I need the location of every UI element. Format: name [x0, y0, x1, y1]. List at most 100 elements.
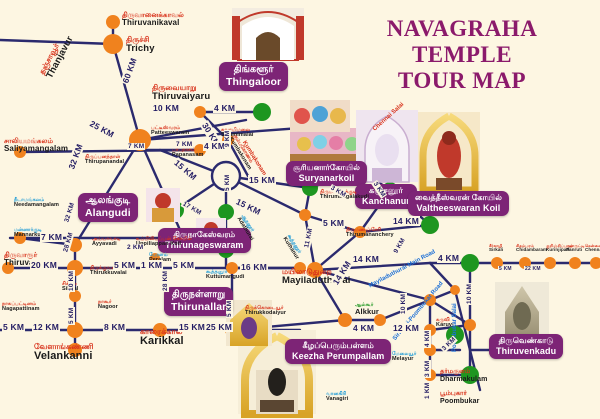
- place-label-kurinjipadi: குறிஞ்சிப்பாடி Kurinjipadi: [546, 243, 572, 253]
- place-label-nagoor: நாகூர் Nagoor: [98, 299, 118, 311]
- place-name-english: Thirukkodaiyur: [245, 310, 287, 317]
- place-label-dharmakulam: தர்மகுளம் Dharmakulam: [440, 368, 488, 383]
- temple-name-tamil: கஞ்சனூர்: [369, 186, 403, 195]
- place-name-tamil: திருப்பனந்தாள்: [85, 154, 121, 160]
- place-label-thiruvarur: திருவாரூர் Thiruvarur: [4, 252, 45, 267]
- distance-kumbakonam-suryanarkoil: 15 KM: [248, 175, 277, 185]
- distance-karikkal-north: 5 KM: [226, 299, 233, 318]
- place-name-english: Uppiliappan Koil: [136, 241, 181, 248]
- place-name-tamil: வேளாங்கண்ணி: [34, 342, 94, 351]
- distance-thiruvarur-thirukkuvalai: 20 KM: [30, 260, 59, 270]
- place-name-tamil: பண்ருட்டி: [566, 243, 585, 248]
- temple-plaque-valtheeswaran[interactable]: வைத்தீஸ்வரன் கோயில் Valtheeswaran Koil: [408, 191, 509, 216]
- temple-name-tamil: வைத்தீஸ்வரன் கோயில்: [415, 193, 502, 202]
- place-name-english: Nagapattinam: [2, 306, 40, 313]
- place-name-tamil: வானகிரி: [326, 391, 347, 397]
- place-name-english: Kuttumangudi: [206, 274, 245, 281]
- temple-name-english: Suryanarkoil: [298, 173, 355, 183]
- place-name-english: Ayyavadi: [92, 241, 117, 248]
- temple-plaque-alangudi[interactable]: ஆலங்குடி Alangudi: [78, 193, 138, 222]
- place-name-english: Kurinjipadi: [546, 247, 571, 253]
- page-title: NAVAGRAHA TEMPLE TOUR MAP: [336, 16, 588, 93]
- distance-melayur-keezha: 1 KM: [424, 381, 431, 400]
- place-name-english: Thiruvanikaval: [122, 18, 180, 28]
- temple-name-english: Thirunallar: [171, 301, 227, 313]
- place-label-thirumananjeri: திருமணஞ்சேரி Thirumananchery: [346, 227, 394, 239]
- place-name-tamil: உப்பிலியப்பன் கோயில்: [136, 236, 192, 242]
- title-line-2: TOUR MAP: [397, 67, 527, 93]
- distance-thirukkodaiyur-alkkur: 4 KM: [352, 323, 376, 333]
- temple-name-tamil: திங்களூர்: [233, 64, 274, 75]
- place-label-thirukkuvalai: திருக்குவளை Thirukkuvalai: [90, 265, 127, 277]
- place-name-tamil: மயிலாடுதுறை: [282, 267, 332, 276]
- temple-plaque-keezha-perumpallam[interactable]: கீழப்பெரும்பள்ளம் Keezha Perumpallam: [285, 339, 392, 364]
- temple-plaque-thiruvenkadu[interactable]: திருவெண்காடு Thiruvenkadu: [489, 334, 564, 359]
- place-name-tamil: பேரளம்: [149, 252, 168, 258]
- place-label-mayiladuthurai: மயிலாடுதுறை Mayiladuthurai: [282, 268, 350, 285]
- place-name-english: Dharmakulam: [440, 375, 488, 383]
- temple-name-english: Thiruvenkadu: [496, 346, 557, 356]
- distance-thiruvaiyaru-thingaloor: 4 KM: [213, 103, 237, 113]
- place-name-english: Mayiladuthurai: [282, 274, 351, 286]
- temple-name-english: Thirunageswaram: [165, 240, 244, 250]
- place-name-english: Sirkali: [489, 247, 504, 253]
- temple-plaque-thirunallar[interactable]: திருநள்ளாறு Thirunallar: [164, 287, 234, 316]
- temple-name-english: Valtheeswaran Koil: [416, 203, 501, 213]
- distance-velankanni-west: 5 KM: [2, 322, 26, 332]
- temple-name-english: Thingaloor: [226, 76, 282, 88]
- place-name-tamil: பூம்புகார்: [440, 390, 468, 397]
- place-name-english: Melayur: [392, 356, 414, 363]
- place-name-tamil: பட்டீஸ்வரம்: [151, 125, 181, 131]
- place-name-tamil: திருக்குவளை: [90, 265, 121, 271]
- place-name-english: Papanasam: [172, 152, 204, 159]
- place-label-vanagiri: வானகிரி Vanagiri: [326, 391, 348, 403]
- title-line-1: NAVAGRAHA TEMPLE: [386, 16, 538, 67]
- place-name-english: Poombukar: [440, 397, 480, 405]
- distance-thirukkuvalai-peralam: 5 KM: [113, 260, 137, 270]
- temple-plaque-suryanarkoil[interactable]: சூரியனார்கோயில் Suryanarkoil: [286, 161, 368, 186]
- temple-name-english: Alangudi: [85, 207, 131, 219]
- place-label-patteeswaram: பட்டீஸ்வரம் Patteeswaram: [151, 125, 189, 137]
- distance-peralam-kuttumangudi: 1 KM: [140, 260, 164, 270]
- place-label-thiruvanikaval: திருவானைக்காவல் Thiruvanikaval: [122, 12, 184, 27]
- distance-thirupanandal-papanasam: 7 KM: [175, 141, 194, 148]
- place-name-tamil: அய்யாவாடி: [92, 236, 121, 242]
- place-name-tamil: சாலியமங்கலம்: [4, 138, 54, 145]
- place-name-english: Chidambaram: [516, 247, 548, 253]
- place-name-english: Panruti: [566, 247, 583, 253]
- place-label-swamimalai: சுவாமிமலை Swamimalai: [221, 127, 254, 139]
- distance-thirunallar-thirukkodaiyur: 25 KM: [205, 322, 234, 332]
- place-label-thirukkodaiyur: திருக்கொடையூர் Thirukkodaiyur: [245, 305, 287, 317]
- place-label-mannarkudi: மன்னார்குடி Mannarkudi: [14, 227, 46, 239]
- place-name-tamil: திருவானைக்காவல்: [122, 12, 184, 19]
- distance-needamangalam-mannarkudi: 7 KM: [40, 232, 64, 242]
- place-name-english: Needamangalam: [14, 202, 60, 209]
- temple-plaque-thingaloor[interactable]: திங்களூர் Thingaloor: [219, 62, 289, 91]
- place-label-chidambaram: சிதம்பரம் Chidambaram: [516, 243, 548, 253]
- distance-karuvi-melayur: 4 KM: [424, 329, 431, 348]
- temple-name-english: Keezha Perumpallam: [292, 351, 385, 361]
- place-label-alkkur: ஆல்கூர் Alkkur: [355, 302, 379, 317]
- temple-plaque-kanchanur[interactable]: கஞ்சனூர் Kanchanur: [355, 184, 417, 209]
- place-name-english: Alkkur: [355, 307, 379, 317]
- temple-name-tamil: திருநாகேஸ்வரம்: [173, 230, 236, 239]
- place-name-tamil: திருமணஞ்சேரி: [346, 227, 382, 233]
- place-label-needamangalam: நீடாமங்கலம் Needamangalam: [14, 197, 60, 209]
- distance-mayiladuthurai-alkkur: 14 KM: [352, 254, 381, 264]
- place-label-thirupanandal: திருப்பனந்தாள் Thirupanandal: [85, 154, 124, 166]
- distance-melayur-poombukar: 3 KM: [424, 359, 431, 378]
- place-label-velankanni: வேளாங்கண்ணி Velankanni: [34, 342, 94, 362]
- place-name-tamil: திருச்சி: [126, 35, 150, 44]
- distance-valtheeswaran-east: 4 KM: [437, 253, 461, 263]
- place-name-tamil: பாபநாசம்: [172, 147, 196, 153]
- place-label-nagapattinam: நாகப்பட்டினம் Nagapattinam: [2, 301, 40, 313]
- place-name-tamil: மேலையூர்: [392, 351, 417, 357]
- temple-plaque-thirunageswaram[interactable]: திருநாகேஸ்வரம் Thirunageswaram: [158, 228, 251, 253]
- place-name-english: Karikkal: [140, 335, 184, 348]
- place-name-english: Karuvi: [436, 322, 454, 329]
- distance-sikkal-nagapattinam: 5 KM: [68, 306, 75, 325]
- distance-alkkur-karuvi: 12 KM: [392, 323, 421, 333]
- place-name-tamil: சீர்காழி: [489, 243, 503, 248]
- place-name-english: Swamimalai: [221, 132, 254, 139]
- distance-patteeswaram-swamimalai: 4 KM: [203, 141, 227, 151]
